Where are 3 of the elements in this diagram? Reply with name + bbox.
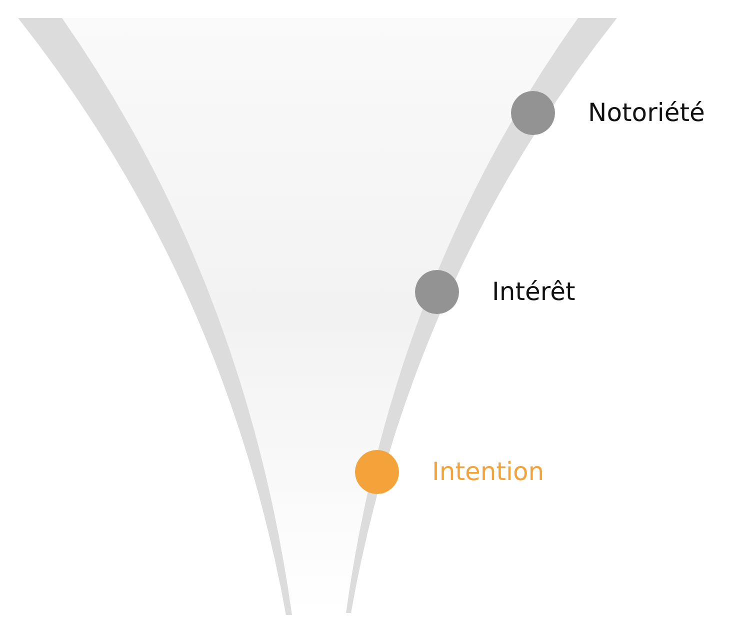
stage-label: Intérêt	[492, 277, 576, 307]
stage-label: Intention	[432, 457, 544, 487]
stage-label: Notoriété	[588, 98, 705, 128]
